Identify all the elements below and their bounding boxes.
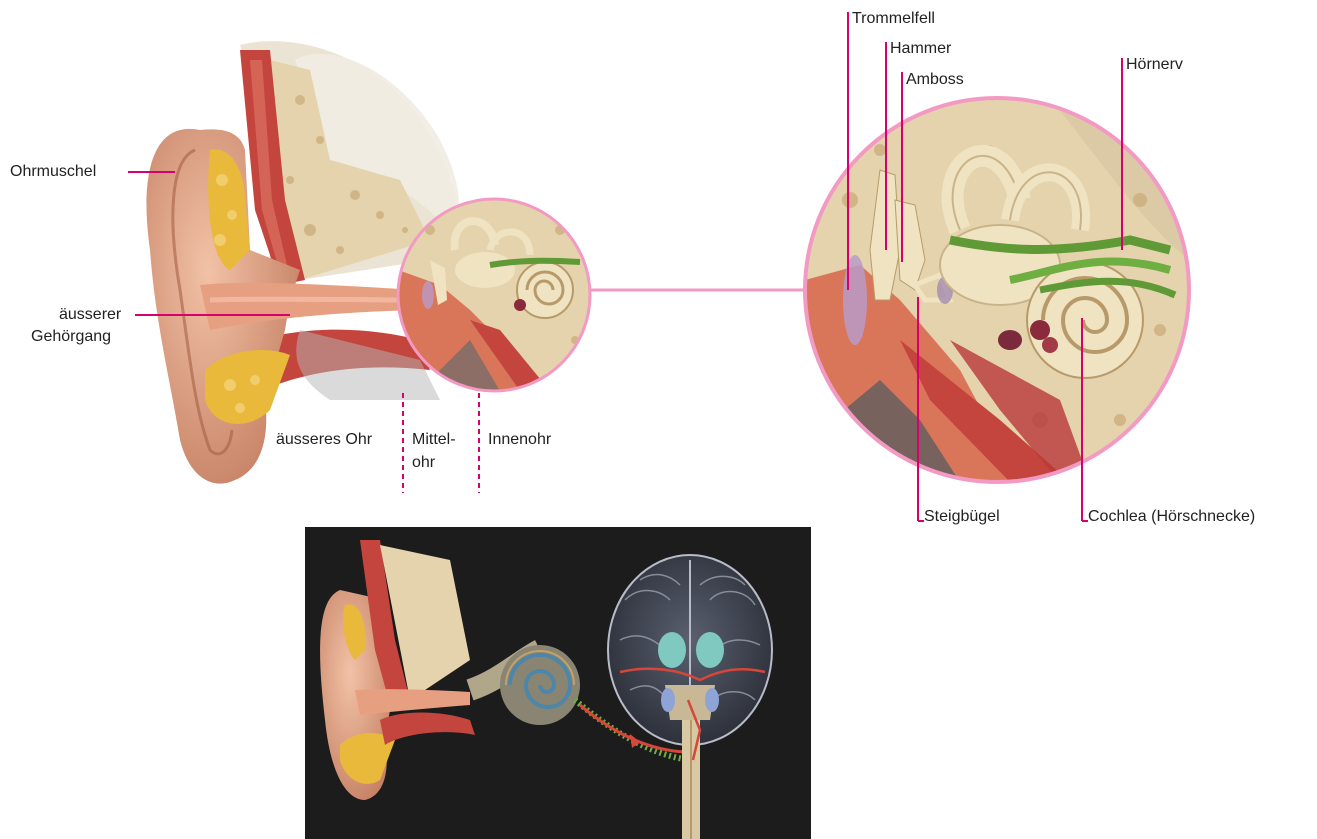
label-hammer: Hammer — [890, 39, 951, 59]
label-mittelohr-line1: Mittel- — [412, 430, 456, 450]
label-steigbuegel: Steigbügel — [924, 507, 1000, 527]
label-gehoergang-line2: Gehörgang — [31, 327, 111, 347]
auditory-pathway-brain — [305, 527, 811, 839]
label-hoernerv: Hörnerv — [1126, 55, 1183, 75]
label-ohrmuschel: Ohrmuschel — [10, 162, 96, 182]
middle-inner-ear-zoom — [805, 98, 1189, 482]
label-trommelfell: Trommelfell — [852, 9, 935, 29]
ear-cross-section — [147, 41, 590, 483]
label-innenohr: Innenohr — [488, 430, 551, 450]
label-gehoergang-line1: äusserer — [59, 305, 121, 325]
label-aeusseres-ohr: äusseres Ohr — [276, 430, 372, 450]
label-amboss: Amboss — [906, 70, 964, 90]
label-cochlea: Cochlea (Hörschnecke) — [1088, 507, 1255, 527]
label-mittelohr-line2: ohr — [412, 453, 435, 473]
